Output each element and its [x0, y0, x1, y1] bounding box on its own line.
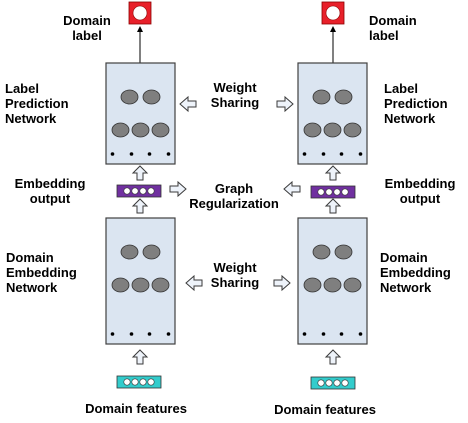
right-label-prediction-neuron: [303, 122, 322, 138]
label-prediction-right-text: Label Prediction Network: [384, 81, 448, 126]
left-label-prediction-input-dot: [110, 152, 115, 156]
right-label-prediction-neuron: [343, 122, 362, 138]
right-domain-embedding-input-dot: [302, 332, 307, 336]
left-embedding-output-unit: [131, 187, 139, 195]
weight-sharing-top-right-arrow: [276, 95, 294, 113]
left-domain-embedding-neuron: [131, 277, 150, 293]
right-embedding-output-unit: [341, 188, 349, 196]
left-domain-features-unit: [139, 378, 147, 386]
left-label-prediction-neuron: [120, 89, 139, 105]
weight-sharing-top-text: Weight Sharing: [210, 80, 260, 110]
left-domain-embedding-neuron: [111, 277, 130, 293]
right-embedding-to-prediction-arrow: [324, 165, 342, 181]
left-embedding-output-unit: [147, 187, 155, 195]
weight-sharing-bottom-right-arrow: [273, 274, 291, 292]
right-domain-label-circle: [325, 5, 341, 21]
left-label-prediction-network-box: [105, 62, 176, 165]
left-domain-features-unit: [123, 378, 131, 386]
right-label-prediction-input-dot: [302, 152, 307, 156]
left-embedding-to-prediction-arrow: [131, 165, 149, 181]
domain-embedding-left-text: Domain Embedding Network: [6, 250, 77, 295]
right-label-prediction-neuron: [312, 89, 331, 105]
left-domain-embedding-neuron: [142, 244, 161, 260]
left-label-prediction-input-dot: [129, 152, 134, 156]
left-domain-embedding-input-dot: [147, 332, 152, 336]
right-domain-features-unit: [317, 379, 325, 387]
left-domain-embedding-input-dot: [129, 332, 134, 336]
embedding-output-left-text: Embedding output: [14, 176, 86, 206]
right-domain-label-arrowhead: [330, 26, 336, 32]
left-embedding-output-unit: [139, 187, 147, 195]
left-domain-features-unit: [131, 378, 139, 386]
right-domain-features-unit: [341, 379, 349, 387]
right-domain-embedding-input-dot: [358, 332, 363, 336]
graph-regularization-left-arrow: [169, 180, 187, 198]
right-embedding-output-unit: [317, 188, 325, 196]
graph-regularization-right-arrow: [283, 180, 301, 198]
right-label-prediction-input-dot: [339, 152, 344, 156]
left-label-prediction-input-dot: [147, 152, 152, 156]
graph-regularization-text: Graph Regularization: [189, 181, 279, 211]
left-domain-embedding-neuron: [151, 277, 170, 293]
right-label-prediction-input-dot: [321, 152, 326, 156]
domain-label-right-text: Domain label: [369, 13, 417, 43]
right-domain-embedding-neuron: [303, 277, 322, 293]
left-label-prediction-neuron: [142, 89, 161, 105]
right-embedding-output-unit: [333, 188, 341, 196]
weight-sharing-bottom-left-arrow: [185, 274, 203, 292]
right-label-prediction-neuron: [323, 122, 342, 138]
domain-features-right-text: Domain features: [274, 402, 376, 417]
weight-sharing-bottom-text: Weight Sharing: [210, 260, 260, 290]
right-domain-embedding-input-dot: [339, 332, 344, 336]
right-domain-features-unit: [325, 379, 333, 387]
right-domain-embedding-neuron: [323, 277, 342, 293]
left-domain-label-circle: [132, 5, 148, 21]
left-label-prediction-neuron: [131, 122, 150, 138]
left-network-to-embedding-arrow: [131, 198, 149, 214]
weight-sharing-top-left-arrow: [179, 95, 197, 113]
label-prediction-left-text: Label Prediction Network: [5, 81, 69, 126]
left-embedding-output-unit: [123, 187, 131, 195]
embedding-output-right-text: Embedding output: [384, 176, 456, 206]
domain-embedding-right-text: Domain Embedding Network: [380, 250, 451, 295]
right-domain-features-unit: [333, 379, 341, 387]
right-features-to-network-arrow: [324, 349, 342, 365]
left-domain-embedding-neuron: [120, 244, 139, 260]
right-label-prediction-input-dot: [358, 152, 363, 156]
domain-label-left-text: Domain label: [63, 13, 111, 43]
right-domain-embedding-neuron: [343, 277, 362, 293]
right-domain-embedding-input-dot: [321, 332, 326, 336]
right-domain-embedding-neuron: [312, 244, 331, 260]
left-label-prediction-input-dot: [166, 152, 171, 156]
right-label-prediction-neuron: [334, 89, 353, 105]
left-domain-label-arrowhead: [137, 26, 143, 32]
right-embedding-output-unit: [325, 188, 333, 196]
left-label-prediction-neuron: [111, 122, 130, 138]
left-domain-embedding-input-dot: [166, 332, 171, 336]
left-domain-embedding-input-dot: [110, 332, 115, 336]
left-domain-features-unit: [147, 378, 155, 386]
right-domain-embedding-neuron: [334, 244, 353, 260]
right-label-prediction-network-box: [297, 62, 368, 165]
left-label-prediction-neuron: [151, 122, 170, 138]
left-features-to-network-arrow: [131, 349, 149, 365]
domain-features-left-text: Domain features: [85, 401, 187, 416]
right-network-to-embedding-arrow: [324, 198, 342, 214]
